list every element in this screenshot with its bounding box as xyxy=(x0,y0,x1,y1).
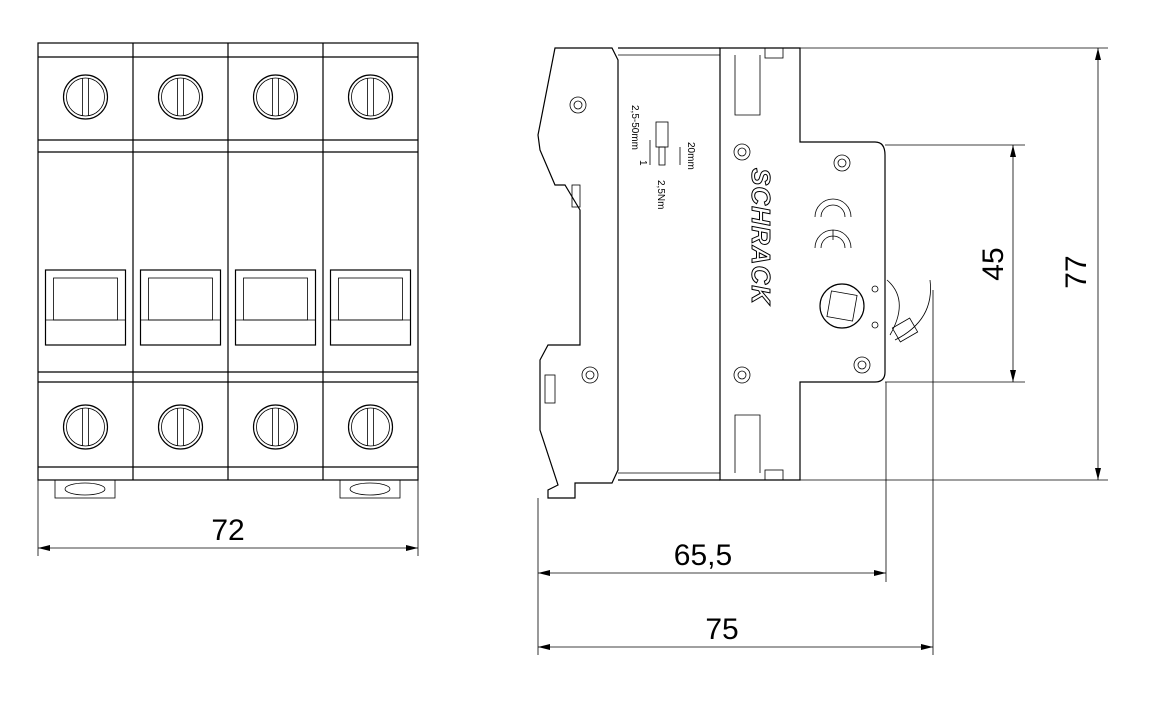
terminal-screw[interactable] xyxy=(252,404,299,450)
screw-inner xyxy=(351,407,390,447)
brand-logo: SCHRACK xyxy=(746,168,776,306)
toggle-face xyxy=(243,277,308,321)
lead-seal xyxy=(891,317,919,343)
svg-text:77: 77 xyxy=(1060,255,1093,288)
front-view: 72 xyxy=(37,42,419,556)
din-clip-left xyxy=(54,479,116,499)
toggle-lever[interactable] xyxy=(234,269,317,346)
dimension-front-depth: 65,5 xyxy=(537,382,887,655)
terminal-screw xyxy=(819,283,865,329)
screw-inner xyxy=(66,407,105,447)
screw-inner xyxy=(161,407,200,447)
screw-inner xyxy=(161,77,200,117)
svg-text:45: 45 xyxy=(977,247,1010,280)
toggle-face xyxy=(148,277,213,321)
dimension-width: 72 xyxy=(37,480,419,556)
screw-inner xyxy=(256,77,295,117)
terminal-screw[interactable] xyxy=(157,404,204,450)
toggle-lever[interactable] xyxy=(139,269,222,346)
svg-text:65,5: 65,5 xyxy=(674,539,732,572)
terminal-screw[interactable] xyxy=(347,74,394,120)
ce-mark: CE xyxy=(814,198,852,249)
strip-marker: 1 xyxy=(637,160,648,166)
screw-inner xyxy=(66,77,105,117)
screw-inner xyxy=(256,407,295,447)
torque-label: 2,5Nm xyxy=(655,180,666,209)
svg-text:75: 75 xyxy=(705,613,738,646)
toggle-face xyxy=(53,277,118,321)
din-clip-right xyxy=(339,479,401,499)
strip-length-label: 20mm xyxy=(685,142,696,170)
terminal-screw[interactable] xyxy=(157,74,204,120)
din-clip-profile xyxy=(537,47,619,499)
screw-inner xyxy=(351,77,390,117)
wire-range-label: 2,5-50mm xyxy=(629,105,640,150)
terminal-screw[interactable] xyxy=(62,74,109,120)
side-view: SCHRACK CE 2,5-50mm 1 20mm 2,5Nm 45 77 xyxy=(537,47,1108,655)
dimension-label-width: 72 xyxy=(211,514,244,547)
dimension-total-depth: 75 xyxy=(538,290,934,655)
terminal-screw[interactable] xyxy=(252,74,299,120)
dimension-front-height: 45 xyxy=(885,144,1025,383)
toggle-lever[interactable] xyxy=(44,269,127,346)
toggle-face xyxy=(338,277,403,321)
terminal-screw[interactable] xyxy=(347,404,394,450)
terminal-screw[interactable] xyxy=(62,404,109,450)
dimension-total-height: 77 xyxy=(800,47,1108,481)
front-housing-profile xyxy=(719,47,886,481)
toggle-lever[interactable] xyxy=(329,269,412,346)
